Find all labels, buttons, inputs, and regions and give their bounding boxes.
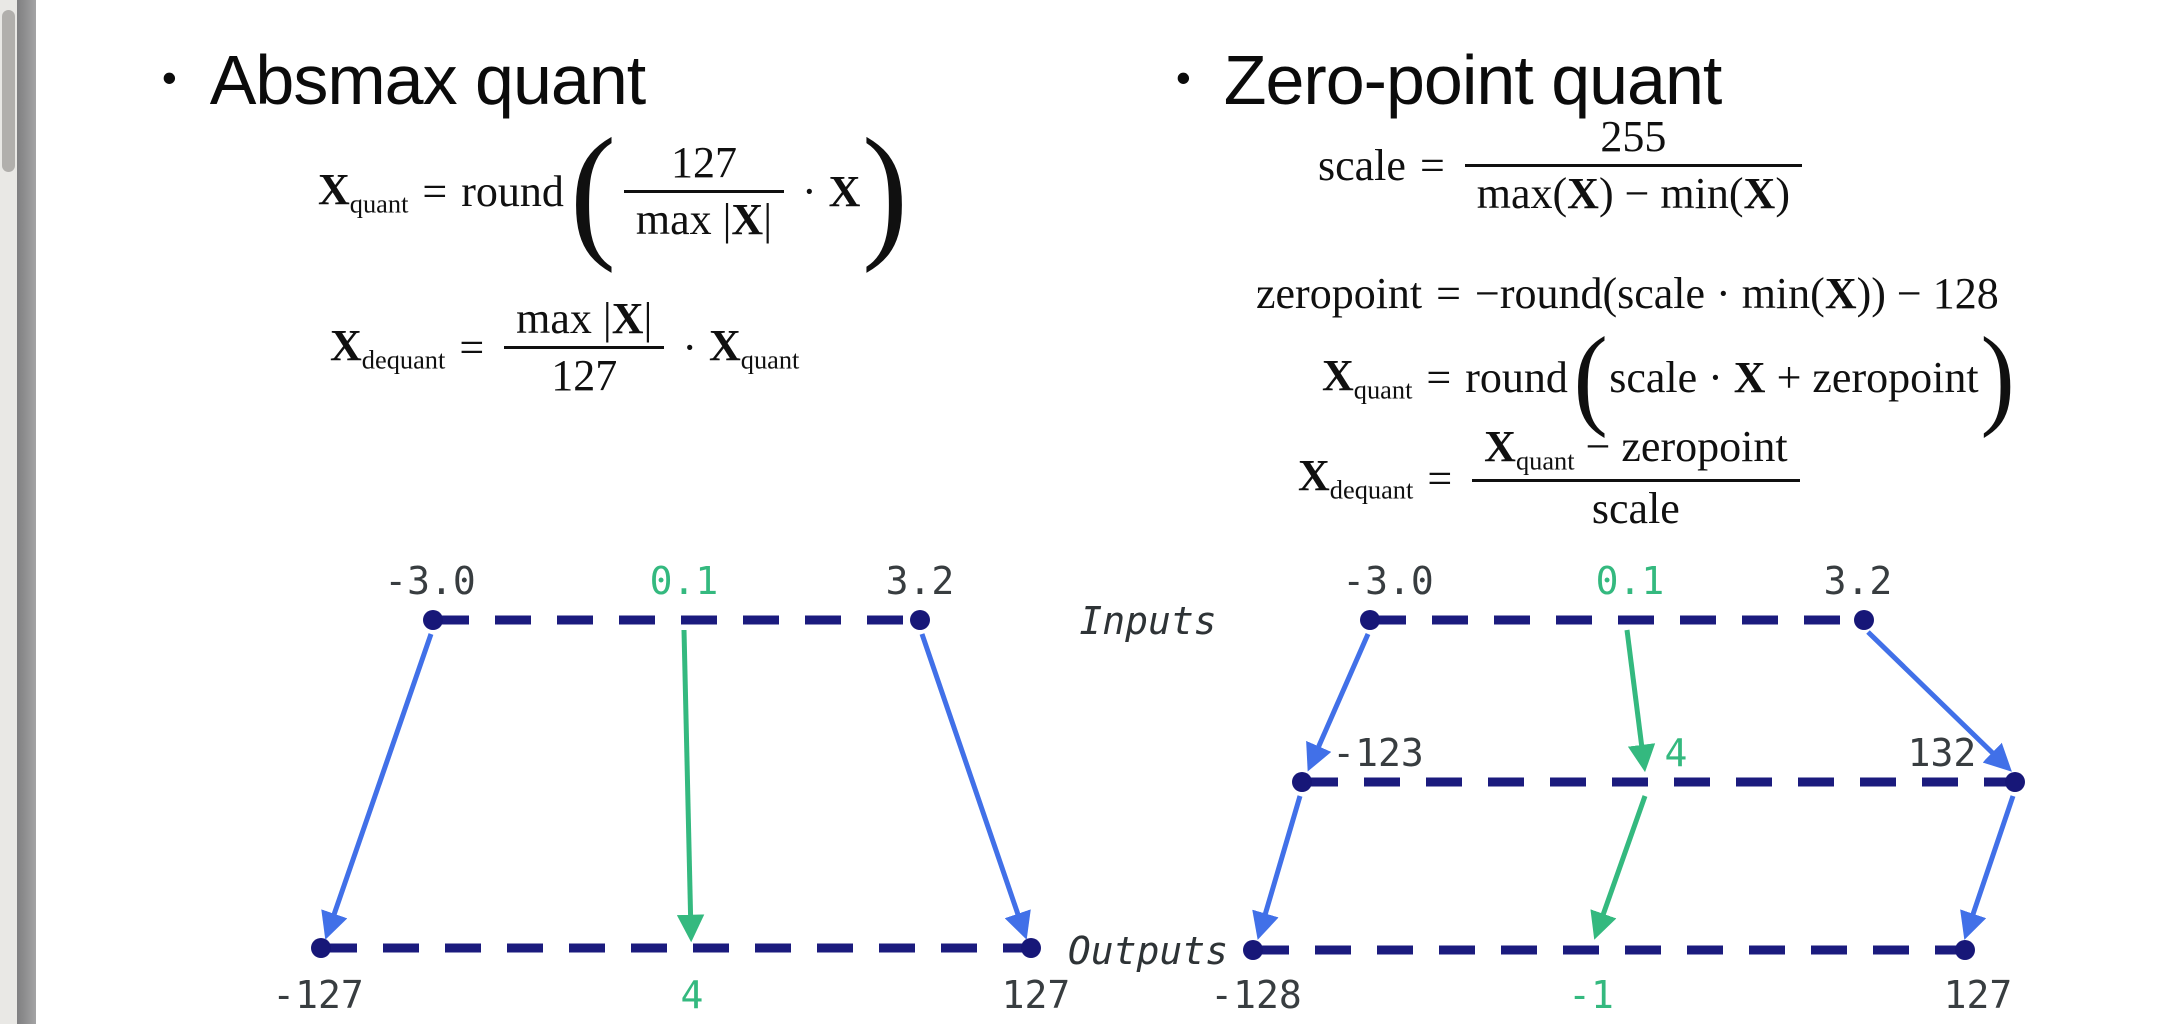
- formula-lhs: zeropoint: [1256, 269, 1423, 318]
- equals-sign: =: [1426, 353, 1452, 403]
- right-paren: ): [862, 108, 909, 274]
- numerator: 127: [670, 138, 737, 188]
- formula-lhs: Xquant: [318, 164, 409, 219]
- sidebar-divider: [17, 0, 36, 1024]
- round-function: round: [1465, 353, 1568, 403]
- left-paren: (: [569, 108, 616, 274]
- zp-intermediate-label-mid: 4: [1665, 731, 1688, 775]
- zp-input-label-min: -3.0: [1342, 559, 1434, 603]
- numerator: max |X|: [516, 294, 653, 343]
- denominator: 127: [504, 346, 665, 399]
- zp-intermediate-label-max: 132: [1908, 731, 1977, 775]
- formula-body: scale · X + zeropoint: [1609, 353, 1979, 403]
- zp-output-max-dot: [1955, 940, 1975, 960]
- inputs-axis-label: Inputs: [1079, 599, 1216, 643]
- zp-output-label-max: 127: [1944, 973, 2013, 1017]
- zeropoint-bullet-item: • Zero-point quant: [1176, 40, 1723, 120]
- bullet-marker: •: [1176, 54, 1191, 101]
- denominator: max |X|: [623, 190, 785, 243]
- zp-intermediate-max-dot: [2005, 772, 2025, 792]
- zp-output-label-min: -128: [1210, 973, 1302, 1017]
- absmax-input-label-max: 3.2: [886, 559, 955, 603]
- absmax-input-label-min: -3.0: [384, 559, 476, 603]
- zp-input-label-max: 3.2: [1824, 559, 1893, 603]
- fraction: max |X| 127: [504, 294, 665, 399]
- equals-sign: =: [1436, 269, 1461, 318]
- X-operand: X: [828, 167, 861, 217]
- zp-input-label-mid: 0.1: [1596, 559, 1665, 603]
- equals-sign: =: [1419, 141, 1445, 191]
- equals-sign: =: [422, 167, 448, 217]
- absmax-input-min-dot: [423, 610, 443, 630]
- zeropoint-formula: zeropoint = −round(scale · min(X)) − 128: [1256, 268, 1999, 319]
- absmax-map-arrow-min: [321, 633, 434, 940]
- zp-output-min-dot: [1243, 940, 1263, 960]
- round-function: round: [461, 167, 564, 217]
- scale-formula: scale = 255 max(X) − min(X): [1318, 112, 1808, 217]
- zp-clip-arrow-min: [1252, 795, 1303, 940]
- absmax-input-label-mid: 0.1: [650, 559, 719, 603]
- absmax-map-arrow-max: [919, 633, 1031, 940]
- fraction: 127 max |X|: [623, 138, 785, 243]
- right-paren: ): [1980, 315, 2015, 439]
- formula-lhs: Xdequant: [1298, 451, 1414, 506]
- outputs-axis-label: Outputs: [1068, 929, 1228, 973]
- fraction: 255 max(X) − min(X): [1464, 112, 1802, 217]
- equals-sign: =: [459, 323, 485, 373]
- absmax-map-arrow-mid: [676, 629, 705, 943]
- absmax-output-label-mid: 4: [681, 973, 704, 1017]
- absmax-output-label-min: -127: [272, 973, 364, 1017]
- formula-lhs: Xdequant: [330, 320, 446, 375]
- absmax-title: Absmax quant: [209, 41, 646, 119]
- multiply-dot: ·: [802, 167, 817, 217]
- formula-lhs: Xquant: [1322, 350, 1413, 405]
- scrollbar-track[interactable]: [0, 0, 17, 1024]
- zp-input-min-dot: [1360, 610, 1380, 630]
- absmax-output-max-dot: [1021, 938, 1041, 958]
- absmax-dequant-formula: Xdequant = max |X| 127 · Xquant: [330, 294, 800, 399]
- numerator: Xquant − zeropoint: [1484, 422, 1788, 476]
- zp-dequant-formula: Xdequant = Xquant − zeropoint scale: [1298, 422, 1806, 533]
- absmax-output-label-max: 127: [1002, 973, 1071, 1017]
- zp-quant-arrow-mid: [1624, 629, 1656, 773]
- zp-output-label-mid: -1: [1568, 973, 1614, 1017]
- formula-body: −round(scale · min(X)) − 128: [1475, 269, 1999, 318]
- absmax-input-max-dot: [910, 610, 930, 630]
- zp-quant-arrow-min: [1306, 632, 1371, 772]
- absmax-quant-formula: Xquant = round ( 127 max |X| · X ): [318, 108, 910, 274]
- formula-lhs: scale: [1318, 141, 1406, 191]
- absmax-output-min-dot: [311, 938, 331, 958]
- equals-sign: =: [1427, 453, 1453, 503]
- zp-input-max-dot: [1854, 610, 1874, 630]
- left-paren: (: [1573, 315, 1608, 439]
- zp-clip-arrow-max: [1960, 795, 2016, 940]
- denominator: scale: [1472, 479, 1800, 532]
- absmax-bullet-item: • Absmax quant: [162, 40, 646, 120]
- denominator: max(X) − min(X): [1464, 164, 1802, 217]
- multiply-dot: ·: [682, 323, 697, 373]
- zp-intermediate-label-min: -123: [1332, 731, 1424, 775]
- zp-quant-formula: Xquant = round ( scale · X + zeropoint ): [1322, 315, 2016, 439]
- scrollbar-thumb[interactable]: [2, 10, 15, 172]
- zp-quant-arrow-max: [1866, 630, 2012, 772]
- fraction: Xquant − zeropoint scale: [1472, 422, 1800, 533]
- zp-clip-arrow-mid: [1590, 795, 1648, 940]
- zeropoint-title: Zero-point quant: [1223, 41, 1723, 119]
- X-quant-operand: Xquant: [708, 320, 800, 375]
- bullet-marker: •: [162, 54, 177, 101]
- zp-intermediate-min-dot: [1292, 772, 1312, 792]
- numerator: 255: [1600, 112, 1667, 161]
